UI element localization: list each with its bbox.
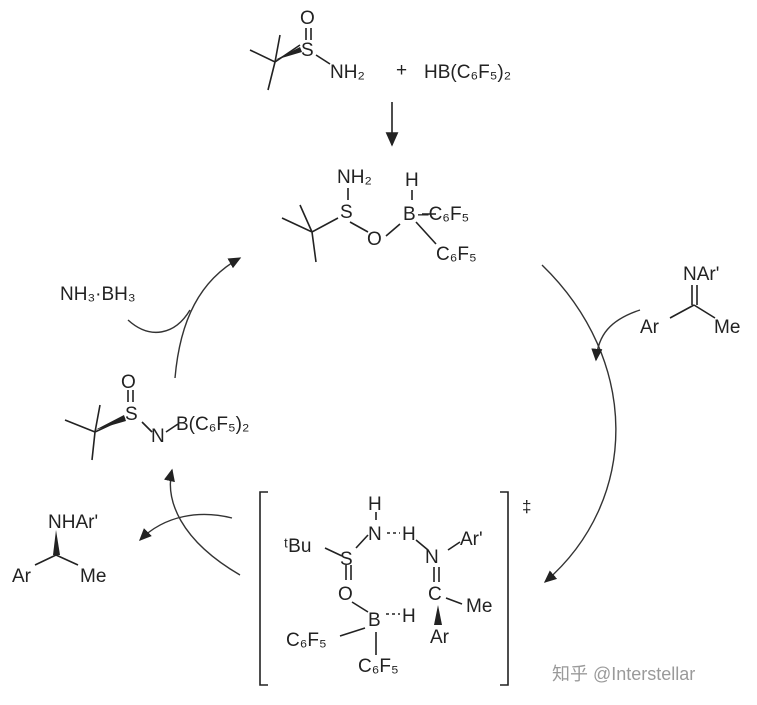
intermediate-s: S <box>125 404 138 425</box>
complex-o: O <box>367 229 382 250</box>
amine-label: NH₂ <box>330 62 365 83</box>
watermark: 知乎 @Interstellar <box>552 664 695 684</box>
ts-ar-prime: Ar' <box>460 529 483 550</box>
intermediate-n: N <box>151 426 165 447</box>
ts-ar: Ar <box>430 627 450 648</box>
ts-c: C <box>428 584 442 605</box>
imine-ar: Ar <box>640 317 660 338</box>
reductant-entry-arc <box>127 309 191 334</box>
product-ar: Ar <box>12 566 32 587</box>
sulfur-label: S <box>301 40 314 61</box>
product-n: NHAr' <box>48 512 98 533</box>
ts-n1: N <box>368 524 382 545</box>
ts-b: B <box>368 610 381 631</box>
intermediate-o: O <box>121 372 136 393</box>
imine: NAr' Ar Me <box>640 264 740 338</box>
ts-o: O <box>338 584 353 605</box>
ts-s: S <box>340 549 353 570</box>
oxygen-label: O <box>300 8 315 29</box>
ts-tbu: ᵗBu <box>284 536 311 557</box>
transition-state: ‡ ᵗBu S H N H N Ar' O B H C Me Ar C₆F₅ C… <box>259 491 531 686</box>
ts-h1: H <box>402 524 416 545</box>
plus-sign: + <box>396 60 407 81</box>
complex-c6f5-a: –C₆F₅ <box>418 204 469 225</box>
ammonia-borane-label: NH₃·BH₃ <box>60 284 136 305</box>
imine-entry-arc <box>591 309 641 362</box>
imine-me: Me <box>714 317 740 338</box>
complex-b: B <box>403 204 416 225</box>
tert-butanesulfinamide: O S NH₂ <box>249 8 365 91</box>
ts-c6f5-a: C₆F₅ <box>286 630 327 651</box>
complex-c6f5-b: C₆F₅ <box>436 244 477 265</box>
sulfinamide-borane-complex: NH₂ S O H B –C₆F₅ C₆F₅ <box>281 167 477 265</box>
ts-h-n: H <box>368 494 382 515</box>
chiral-amine-product: NHAr' Ar Me <box>12 512 106 587</box>
complex-nh2: NH₂ <box>337 167 372 188</box>
ts-n2: N <box>425 547 439 568</box>
imine-n: NAr' <box>683 264 719 285</box>
product-me: Me <box>80 566 106 587</box>
complex-h: H <box>405 170 419 191</box>
dagger-symbol: ‡ <box>522 497 531 516</box>
sulfinyl-aminoborane: O S N B(C₆F₅)₂ <box>64 372 249 461</box>
cycle-arc-left-lower <box>164 468 241 576</box>
cycle-arc-left-upper <box>174 257 242 379</box>
intermediate-b: B(C₆F₅)₂ <box>176 414 249 435</box>
ts-c6f5-b: C₆F₅ <box>358 656 399 677</box>
borane-label: HB(C₆F₅)₂ <box>424 62 511 83</box>
ts-h2: H <box>402 606 416 627</box>
product-release-arc <box>139 513 233 541</box>
complex-s: S <box>340 202 353 223</box>
ts-me: Me <box>466 596 492 617</box>
cycle-arc-right <box>541 264 617 583</box>
